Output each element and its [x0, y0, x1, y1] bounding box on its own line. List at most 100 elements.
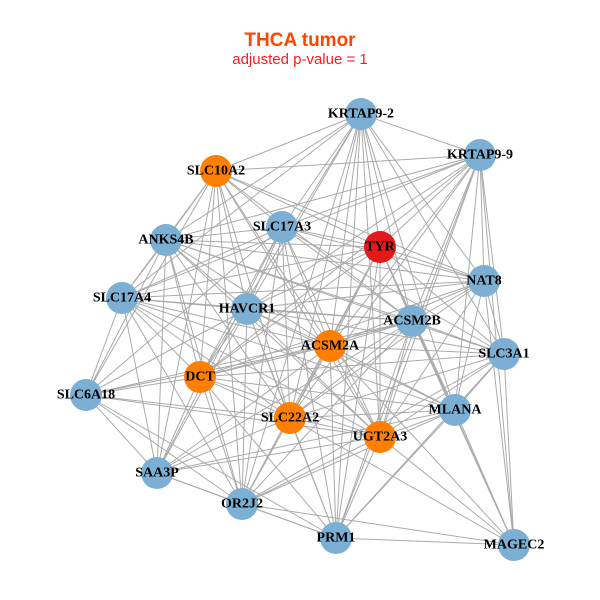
- edge-SLC17A4-SAA3P: [121, 297, 158, 474]
- node-havcr1[interactable]: HAVCR1: [219, 293, 276, 325]
- node-circle: [464, 139, 496, 171]
- edge-SLC17A3-ACSM2B: [281, 226, 413, 322]
- node-label: SLC17A3: [253, 220, 311, 235]
- edge-TYR-SLC3A1: [379, 246, 505, 355]
- node-circle: [488, 338, 520, 370]
- edge-UGT2A3-MAGEC2: [379, 436, 515, 546]
- node-label: TYR: [365, 240, 395, 255]
- edge-ACSM2B-MAGEC2: [411, 320, 515, 546]
- edge-KRTAP9-9-TYR: [379, 154, 481, 248]
- edge-SLC17A4-DCT: [121, 297, 201, 378]
- node-slc3a1[interactable]: SLC3A1: [478, 338, 530, 370]
- edge-KRTAP9-9-SLC10A2: [215, 154, 481, 172]
- edge-SLC10A2-ACSM2B: [215, 170, 413, 322]
- node-label: MAGEC2: [484, 538, 545, 553]
- edge-DCT-MLANA: [199, 376, 456, 411]
- edge-NAT8-MAGEC2: [483, 280, 515, 546]
- edge-KRTAP9-2-TYR: [360, 113, 381, 248]
- node-label: ACSM2B: [383, 314, 441, 329]
- node-saa3p[interactable]: SAA3P: [135, 457, 179, 489]
- node-dct[interactable]: DCT: [184, 361, 216, 393]
- node-slc10a2[interactable]: SLC10A2: [187, 155, 245, 187]
- edge-HAVCR1-ACSM2B: [246, 308, 413, 322]
- edge-SLC3A1-UGT2A3: [379, 353, 505, 438]
- node-circle: [200, 155, 232, 187]
- edge-ACSM2B-UGT2A3: [379, 320, 413, 438]
- edge-TYR-ANKS4B: [165, 239, 381, 248]
- node-ugt2a3[interactable]: UGT2A3: [353, 421, 407, 453]
- edge-SLC22A2-MAGEC2: [289, 417, 515, 546]
- node-label: SLC6A18: [57, 388, 115, 403]
- node-label: SAA3P: [135, 466, 179, 481]
- edge-KRTAP9-2-MLANA: [360, 113, 456, 411]
- node-acsm2a[interactable]: ACSM2A: [301, 330, 360, 362]
- node-label: KRTAP9-9: [447, 148, 513, 163]
- node-slc22a2[interactable]: SLC22A2: [261, 402, 319, 434]
- edge-KRTAP9-2-SLC3A1: [360, 113, 505, 355]
- edge-ACSM2B-SLC22A2: [289, 320, 413, 419]
- edge-SLC22A2-OR2J2: [241, 417, 291, 505]
- node-circle: [439, 394, 471, 426]
- edge-TYR-HAVCR1: [246, 246, 381, 310]
- node-circle: [364, 231, 396, 263]
- node-krtap9-9[interactable]: KRTAP9-9: [447, 139, 513, 171]
- edge-SLC3A1-MAGEC2: [503, 353, 515, 546]
- node-label: MLANA: [429, 403, 483, 418]
- edge-SLC17A4-OR2J2: [121, 297, 243, 505]
- node-nat8[interactable]: NAT8: [466, 265, 502, 297]
- node-circle: [266, 211, 298, 243]
- edge-KRTAP9-2-SLC17A4: [121, 113, 362, 299]
- node-mlana[interactable]: MLANA: [429, 394, 483, 426]
- edge-SLC17A3-TYR: [281, 226, 381, 248]
- node-label: UGT2A3: [353, 430, 407, 445]
- node-slc6a18[interactable]: SLC6A18: [57, 379, 115, 411]
- edge-NAT8-SLC17A4: [121, 280, 485, 299]
- edge-ACSM2B-SAA3P: [156, 320, 413, 474]
- node-label: KRTAP9-2: [328, 107, 394, 122]
- node-label: ACSM2A: [301, 339, 360, 354]
- chart-subtitle: adjusted p-value = 1: [232, 51, 368, 68]
- node-acsm2b[interactable]: ACSM2B: [383, 305, 441, 337]
- node-circle: [468, 265, 500, 297]
- edge-OR2J2-MAGEC2: [241, 503, 515, 546]
- edge-ANKS4B-NAT8: [165, 239, 485, 282]
- edge-SLC10A2-OR2J2: [215, 170, 243, 505]
- node-slc17a3[interactable]: SLC17A3: [253, 211, 311, 243]
- edge-UGT2A3-OR2J2: [241, 436, 381, 505]
- edge-TYR-PRM1: [335, 246, 381, 539]
- node-circle: [141, 457, 173, 489]
- edge-KRTAP9-9-SLC3A1: [479, 154, 505, 355]
- edge-KRTAP9-9-ANKS4B: [165, 154, 481, 241]
- edge-KRTAP9-2-SLC10A2: [215, 113, 362, 172]
- edge-TYR-NAT8: [379, 246, 485, 282]
- edge-SLC10A2-SLC6A18: [85, 170, 217, 396]
- node-label: OR2J2: [221, 497, 263, 512]
- edge-ACSM2B-DCT: [199, 320, 413, 378]
- edge-ANKS4B-SAA3P: [156, 239, 167, 474]
- edge-KRTAP9-9-ACSM2A: [329, 154, 481, 347]
- node-circle: [106, 282, 138, 314]
- edge-ACSM2A-SLC3A1: [329, 345, 505, 355]
- node-krtap9-2[interactable]: KRTAP9-2: [328, 98, 394, 130]
- node-magec2[interactable]: MAGEC2: [484, 529, 545, 561]
- edge-OR2J2-PRM1: [241, 503, 337, 539]
- node-prm1[interactable]: PRM1: [317, 522, 356, 554]
- edge-KRTAP9-9-NAT8: [479, 154, 485, 282]
- edge-UGT2A3-PRM1: [335, 436, 381, 539]
- edge-MLANA-PRM1: [335, 409, 456, 539]
- node-or2j2[interactable]: OR2J2: [221, 488, 263, 520]
- edge-SLC6A18-PRM1: [85, 394, 337, 539]
- node-label: PRM1: [317, 531, 356, 546]
- edge-SLC6A18-OR2J2: [85, 394, 243, 505]
- edge-HAVCR1-MLANA: [246, 308, 456, 411]
- node-slc17a4[interactable]: SLC17A4: [93, 282, 151, 314]
- edge-SLC6A18-UGT2A3: [85, 394, 381, 438]
- node-anks4b[interactable]: ANKS4B: [138, 224, 194, 256]
- edge-SLC17A4-SLC6A18: [85, 297, 123, 396]
- node-circle: [345, 98, 377, 130]
- edge-SLC17A3-ANKS4B: [165, 226, 283, 241]
- node-tyr[interactable]: TYR: [364, 231, 396, 263]
- edge-SLC3A1-DCT: [199, 353, 505, 378]
